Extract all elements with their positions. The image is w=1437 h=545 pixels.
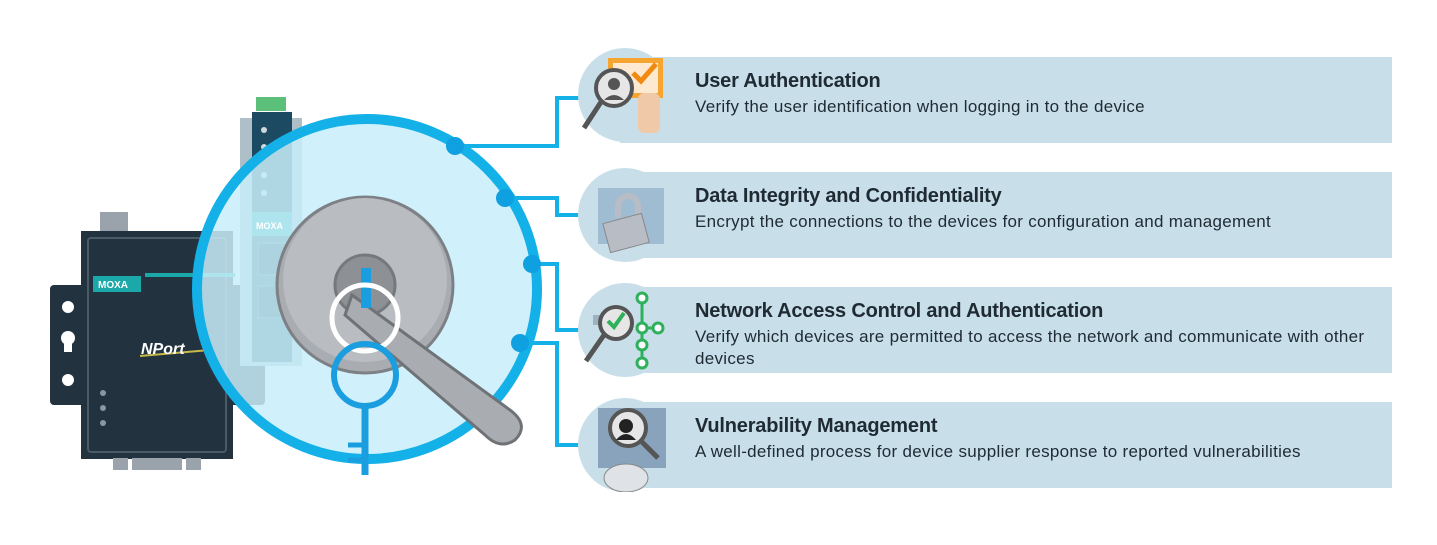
nport-label: NPort [141,341,185,358]
connector-lines [455,96,582,447]
moxa-logo-nport: MOXA [98,280,128,291]
feature-card-vulnerability-management: Vulnerability Management A well-defined p… [620,402,1392,488]
magnifier-hacker-icon [578,398,672,492]
magnifier-user-id-card-icon [578,48,672,142]
feature-title: Network Access Control and Authenticatio… [695,300,1104,322]
feature-description: Encrypt the connections to the devices f… [695,212,1272,231]
magnifier-network-check-icon [578,283,672,377]
feature-title: User Authentication [695,70,881,92]
moxa-logo-switch: MOXA [256,221,284,231]
ring-node-dots [446,137,541,352]
feature-description: Verify which devices are permitted to ac… [695,327,1365,368]
padlock-data-icon [578,168,672,262]
feature-title: Data Integrity and Confidentiality [695,185,1002,207]
feature-description: A well-defined process for device suppli… [695,442,1301,461]
feature-card-network-access-control: Network Access Control and Authenticatio… [620,287,1392,373]
feature-description: Verify the user identification when logg… [695,97,1145,116]
key-icon [331,341,399,475]
feature-title: Vulnerability Management [695,415,938,437]
lock-handle-icon [275,195,523,446]
